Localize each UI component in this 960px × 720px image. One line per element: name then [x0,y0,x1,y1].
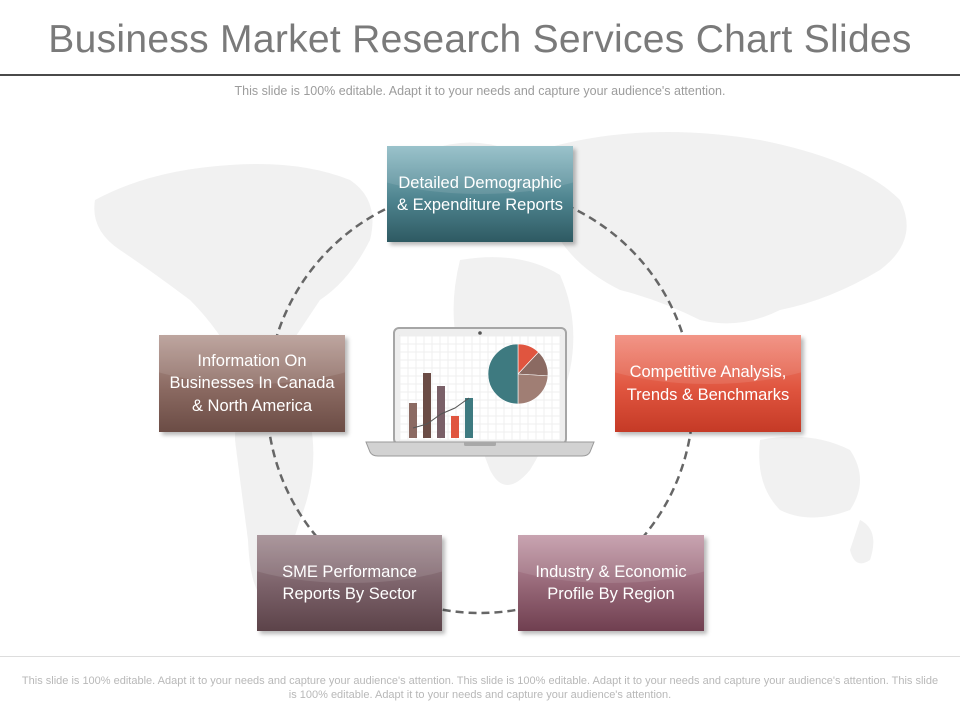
pie-slice [487,343,519,405]
node-top: Detailed Demographic & Expenditure Repor… [387,146,573,242]
page-subtitle: This slide is 100% editable. Adapt it to… [234,84,726,98]
screen-bar [451,416,459,438]
node-left: Information On Businesses In Canada & No… [159,335,345,432]
screen-pie-chart [487,343,549,405]
screen-trend-line [412,397,470,429]
laptop-icon [365,327,595,457]
laptop-touchpad-notch [464,442,496,446]
node-right: Competitive Analysis, Trends & Benchmark… [615,335,801,432]
screen-bar-chart [409,373,473,438]
laptop-base [365,441,595,457]
screen-bar [465,398,473,438]
title-divider [0,74,960,76]
laptop-camera [478,331,482,335]
node-left-label: Information On Businesses In Canada & No… [169,351,335,415]
screen-bar [437,386,445,438]
node-right-label: Competitive Analysis, Trends & Benchmark… [626,363,790,404]
page-title: Business Market Research Services Chart … [48,18,912,61]
node-top-label: Detailed Demographic & Expenditure Repor… [397,173,564,215]
pie-slice [517,373,549,405]
screen-bar [409,403,417,438]
node-bottom-left-label: SME Performance Reports By Sector [282,562,417,604]
footer-text: This slide is 100% editable. Adapt it to… [21,675,939,701]
screen-bar [423,373,431,438]
footer-divider [0,656,960,657]
node-bottom-right: Industry & Economic Profile By Region [518,535,704,631]
node-bottom-right-label: Industry & Economic Profile By Region [535,562,687,604]
node-bottom-left: SME Performance Reports By Sector [257,535,442,631]
